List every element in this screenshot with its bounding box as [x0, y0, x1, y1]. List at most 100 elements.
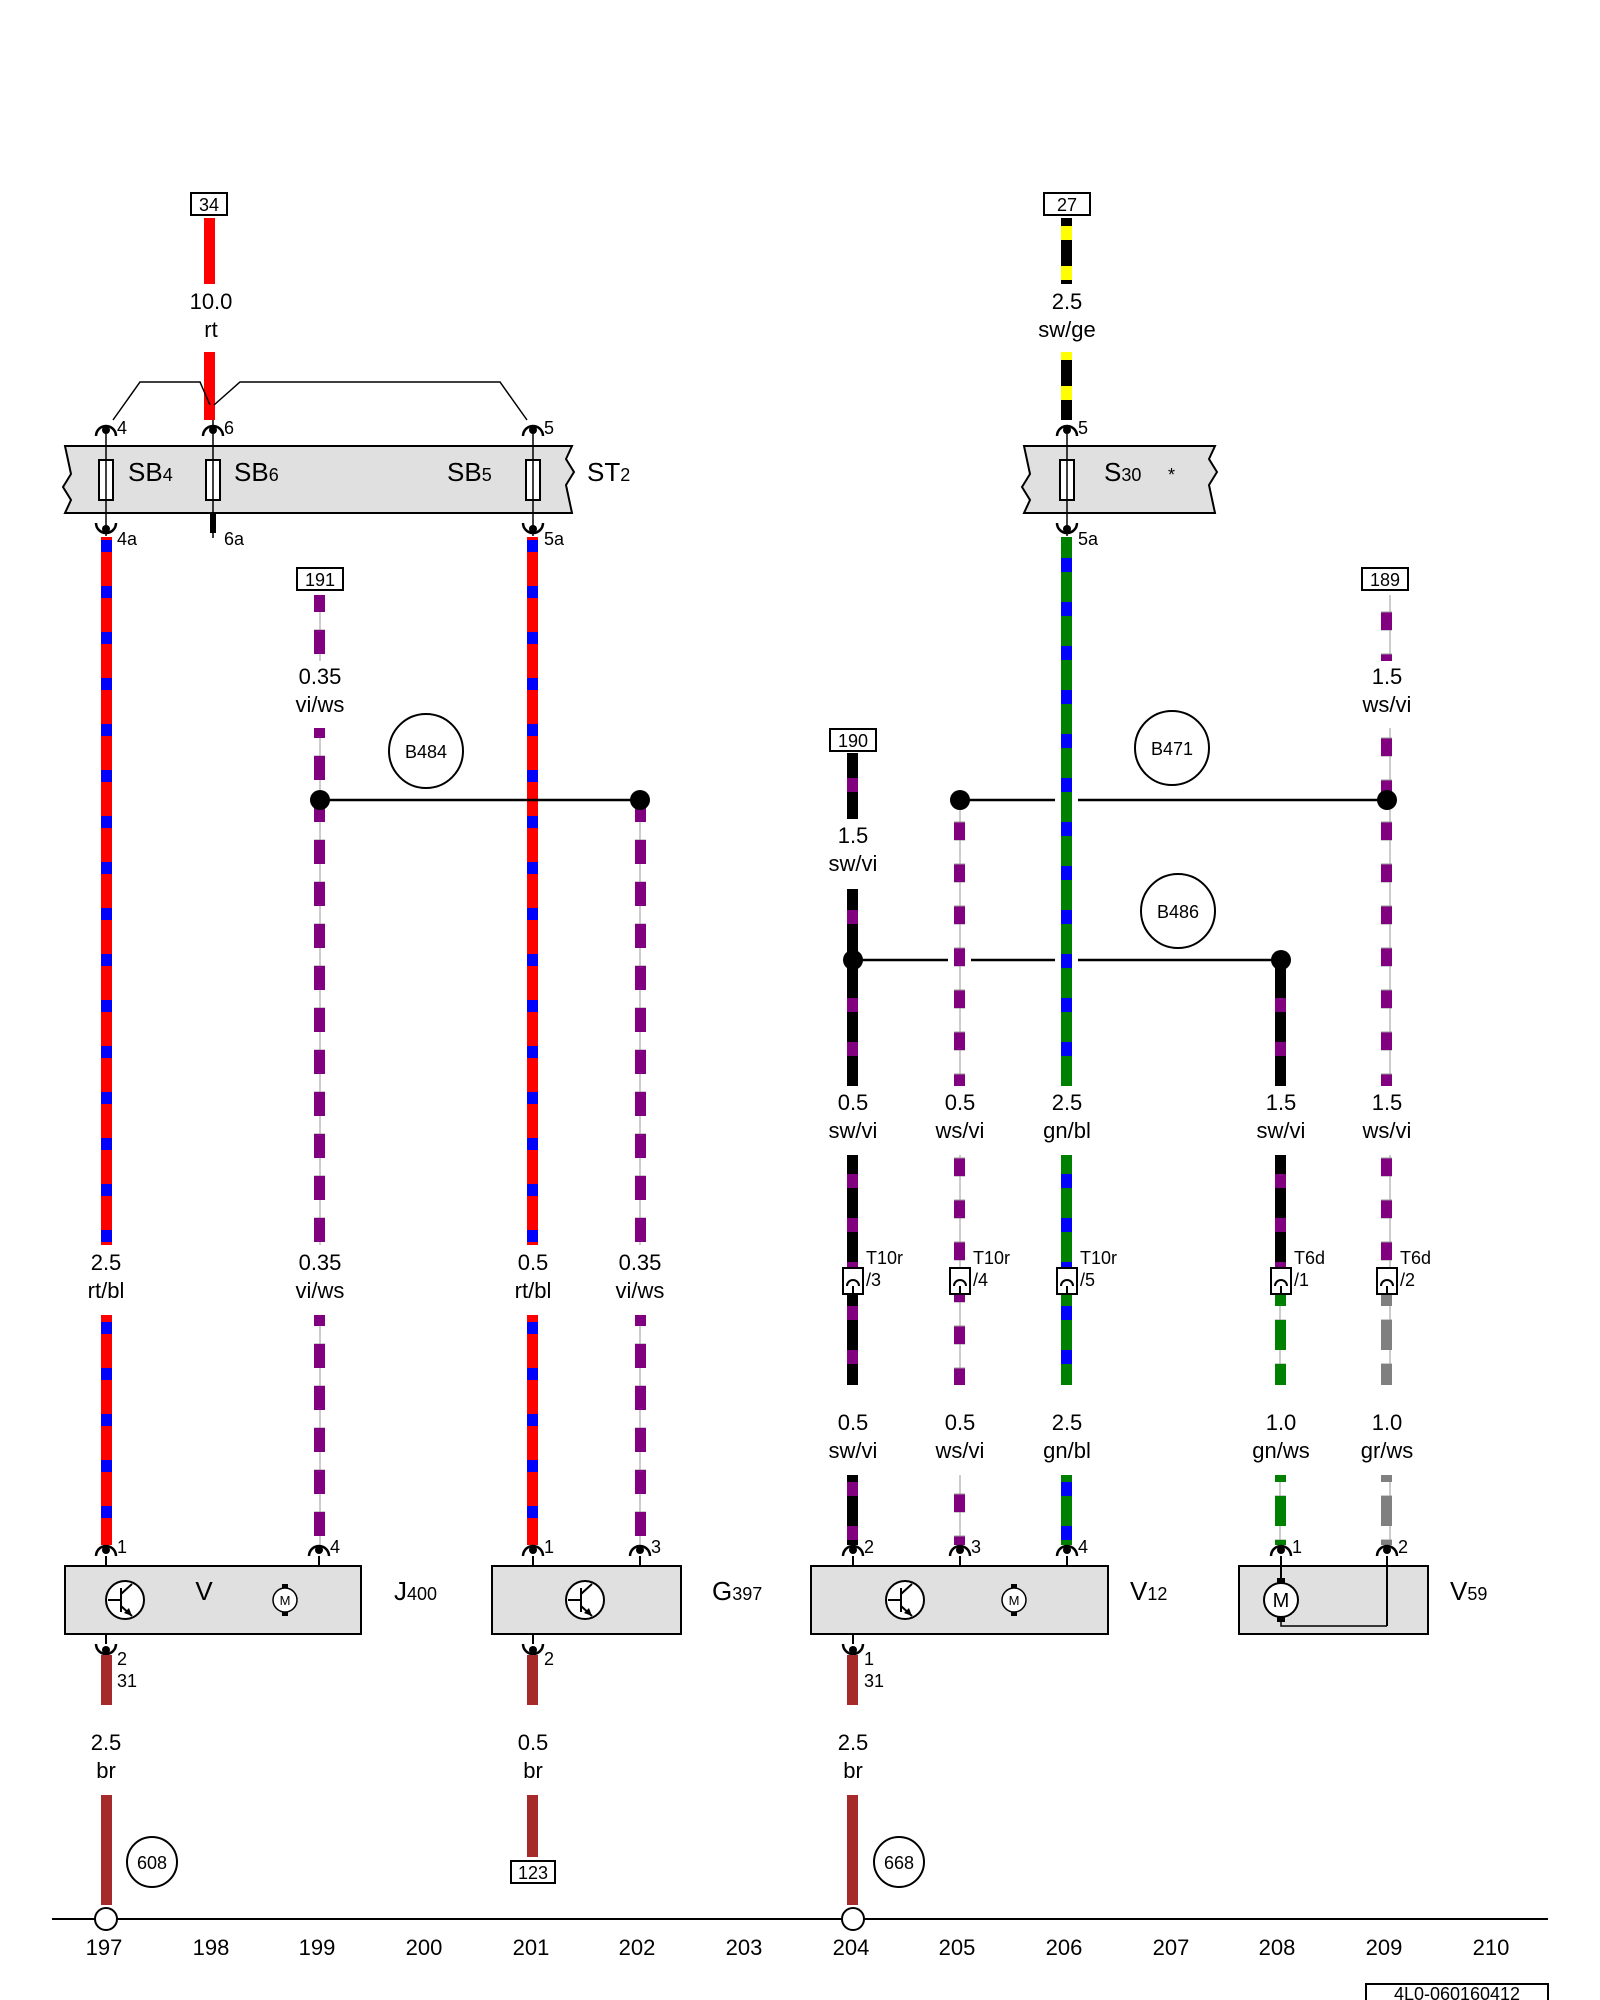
pin-label: 6a — [224, 529, 245, 549]
connector-pin-label: /2 — [1400, 1270, 1415, 1290]
feed-wire-34: 34 10.0 rt — [190, 192, 233, 420]
drawing-id: 4L0-060160412 — [1365, 1983, 1549, 2000]
ref-190: 190 — [829, 728, 877, 752]
fuse-sb5: SB5 5 5a — [447, 418, 565, 549]
wire-color-label: ws/vi — [935, 1118, 985, 1143]
column-number: 206 — [1046, 1935, 1083, 1960]
ground-bus — [52, 1907, 1548, 1931]
wires-right: 1.5 sw/vi 0.5 sw/vi 0.5 sw/vi 0.5 ws/vi … — [829, 537, 1414, 1545]
column-number: 210 — [1473, 1935, 1510, 1960]
wire-size-label: 2.5 — [1052, 1090, 1083, 1115]
wire-size-label: 2.5 — [1052, 1410, 1083, 1435]
earth-point-label: 608 — [137, 1853, 167, 1873]
wire-size-label: 0.5 — [518, 1730, 549, 1755]
pin-label: 4 — [1078, 1537, 1088, 1557]
wire-color-label: rt/bl — [88, 1278, 125, 1303]
motor-symbol: M — [280, 1593, 291, 1608]
wire-size-label: 0.35 — [619, 1250, 662, 1275]
ref-191: 191 — [296, 567, 344, 591]
fuse-label: S30 — [1104, 457, 1141, 487]
wire-size-label: 1.0 — [1266, 1410, 1297, 1435]
wire-color-label: gn/bl — [1043, 1438, 1091, 1463]
wire-size-label: 0.5 — [945, 1410, 976, 1435]
drawing-id-label: 4L0-060160412 — [1394, 1984, 1520, 2000]
wire-size-label: 0.35 — [299, 1250, 342, 1275]
wire-color-label: sw/vi — [829, 851, 878, 876]
pin-label: 3 — [971, 1537, 981, 1557]
wire-size-label: 10.0 — [190, 289, 233, 314]
column-number: 207 — [1153, 1935, 1190, 1960]
wire-size-label: 1.5 — [838, 823, 869, 848]
pin-label: 1 — [544, 1537, 554, 1557]
column-number: 197 — [86, 1935, 123, 1960]
fuse-carrier-label: ST2 — [587, 457, 630, 487]
column-number: 198 — [193, 1935, 230, 1960]
junction-b471: B471 — [950, 710, 1397, 810]
pin-label: 2 — [864, 1537, 874, 1557]
note-mark: * — [1168, 465, 1175, 485]
fuse-label: SB4 — [128, 457, 173, 487]
inner-label: V — [195, 1576, 213, 1606]
pin-label: 1 — [1292, 1537, 1302, 1557]
wire-size-label: 1.0 — [1372, 1410, 1403, 1435]
wire-size-label: 1.5 — [1266, 1090, 1297, 1115]
feed-wire-27: 27 2.5 sw/ge — [1038, 192, 1096, 420]
column-number: 209 — [1366, 1935, 1403, 1960]
wire-color-label: br — [96, 1758, 116, 1783]
connector-label: T6d — [1294, 1248, 1325, 1268]
wire-color-label: vi/ws — [296, 1278, 345, 1303]
wire-color-label: ws/vi — [1362, 1118, 1412, 1143]
connector-pin-label: /3 — [866, 1270, 881, 1290]
wire-size-label: 1.5 — [1372, 1090, 1403, 1115]
column-number: 208 — [1259, 1935, 1296, 1960]
pin-label: 5 — [544, 418, 554, 438]
wire-color-label: ws/vi — [935, 1438, 985, 1463]
column-number: 199 — [299, 1935, 336, 1960]
connector-pin-label: /4 — [973, 1270, 988, 1290]
pin-label: 6 — [224, 418, 234, 438]
connector-label: T6d — [1400, 1248, 1431, 1268]
junction-label: B471 — [1151, 739, 1193, 759]
ref-box-label: 189 — [1370, 570, 1400, 590]
component-label: V12 — [1130, 1576, 1167, 1606]
earth-point-label: 668 — [884, 1853, 914, 1873]
component-j400: 1 4 V M J400 2 31 — [64, 1537, 437, 1691]
pin-label: 4a — [117, 529, 138, 549]
connector-label: T10r — [1080, 1248, 1117, 1268]
pin-label: 5a — [544, 529, 565, 549]
fuse-s30: S30 * 5 5a — [1020, 418, 1219, 549]
wire-color-label: sw/vi — [1257, 1118, 1306, 1143]
pin-label: 4 — [117, 418, 127, 438]
connector-pin-label: /1 — [1294, 1270, 1309, 1290]
pin-label: 1 — [117, 1537, 127, 1557]
wire-color-label: ws/vi — [1362, 692, 1412, 717]
connector-label: T10r — [866, 1248, 903, 1268]
wire-size-label: 2.5 — [838, 1730, 869, 1755]
component-label: V59 — [1450, 1576, 1487, 1606]
pin-label: 5a — [1078, 529, 1099, 549]
pin-label: 2 — [117, 1649, 127, 1669]
fuse-carrier-st2: ST2 SB4 4 4a SB6 6 6a SB5 — [61, 381, 630, 549]
wire-color-label: gr/ws — [1361, 1438, 1414, 1463]
connector-t10r: T10r /3 T10r /4 T10r /5 — [842, 1248, 1117, 1295]
wire-color-label: vi/ws — [296, 692, 345, 717]
column-number: 204 — [833, 1935, 870, 1960]
wire-color-label: sw/vi — [829, 1438, 878, 1463]
ref-189: 189 — [1361, 567, 1409, 591]
motor-symbol: M — [1009, 1593, 1020, 1608]
ref-box-27: 27 — [1057, 195, 1077, 215]
column-number: 201 — [513, 1935, 550, 1960]
motor-icon: M — [272, 1584, 298, 1616]
pin-label: 2 — [544, 1649, 554, 1669]
motor-icon: M — [1263, 1578, 1387, 1627]
column-number: 205 — [939, 1935, 976, 1960]
ground-wires: 2.5 br 608 0.5 br 123 2.5 br 668 — [91, 1655, 925, 1905]
wires-left: 2.5 rt/bl 0.35 vi/ws 0.35 vi/ws 0.5 rt/b… — [88, 537, 664, 1545]
column-number: 202 — [619, 1935, 656, 1960]
column-number: 203 — [726, 1935, 763, 1960]
wire-color-label: rt/bl — [515, 1278, 552, 1303]
connector-t6d: T6d /1 T6d /2 — [1270, 1248, 1431, 1295]
wire-size-label: 0.5 — [945, 1090, 976, 1115]
transistor-icon — [105, 1580, 145, 1620]
